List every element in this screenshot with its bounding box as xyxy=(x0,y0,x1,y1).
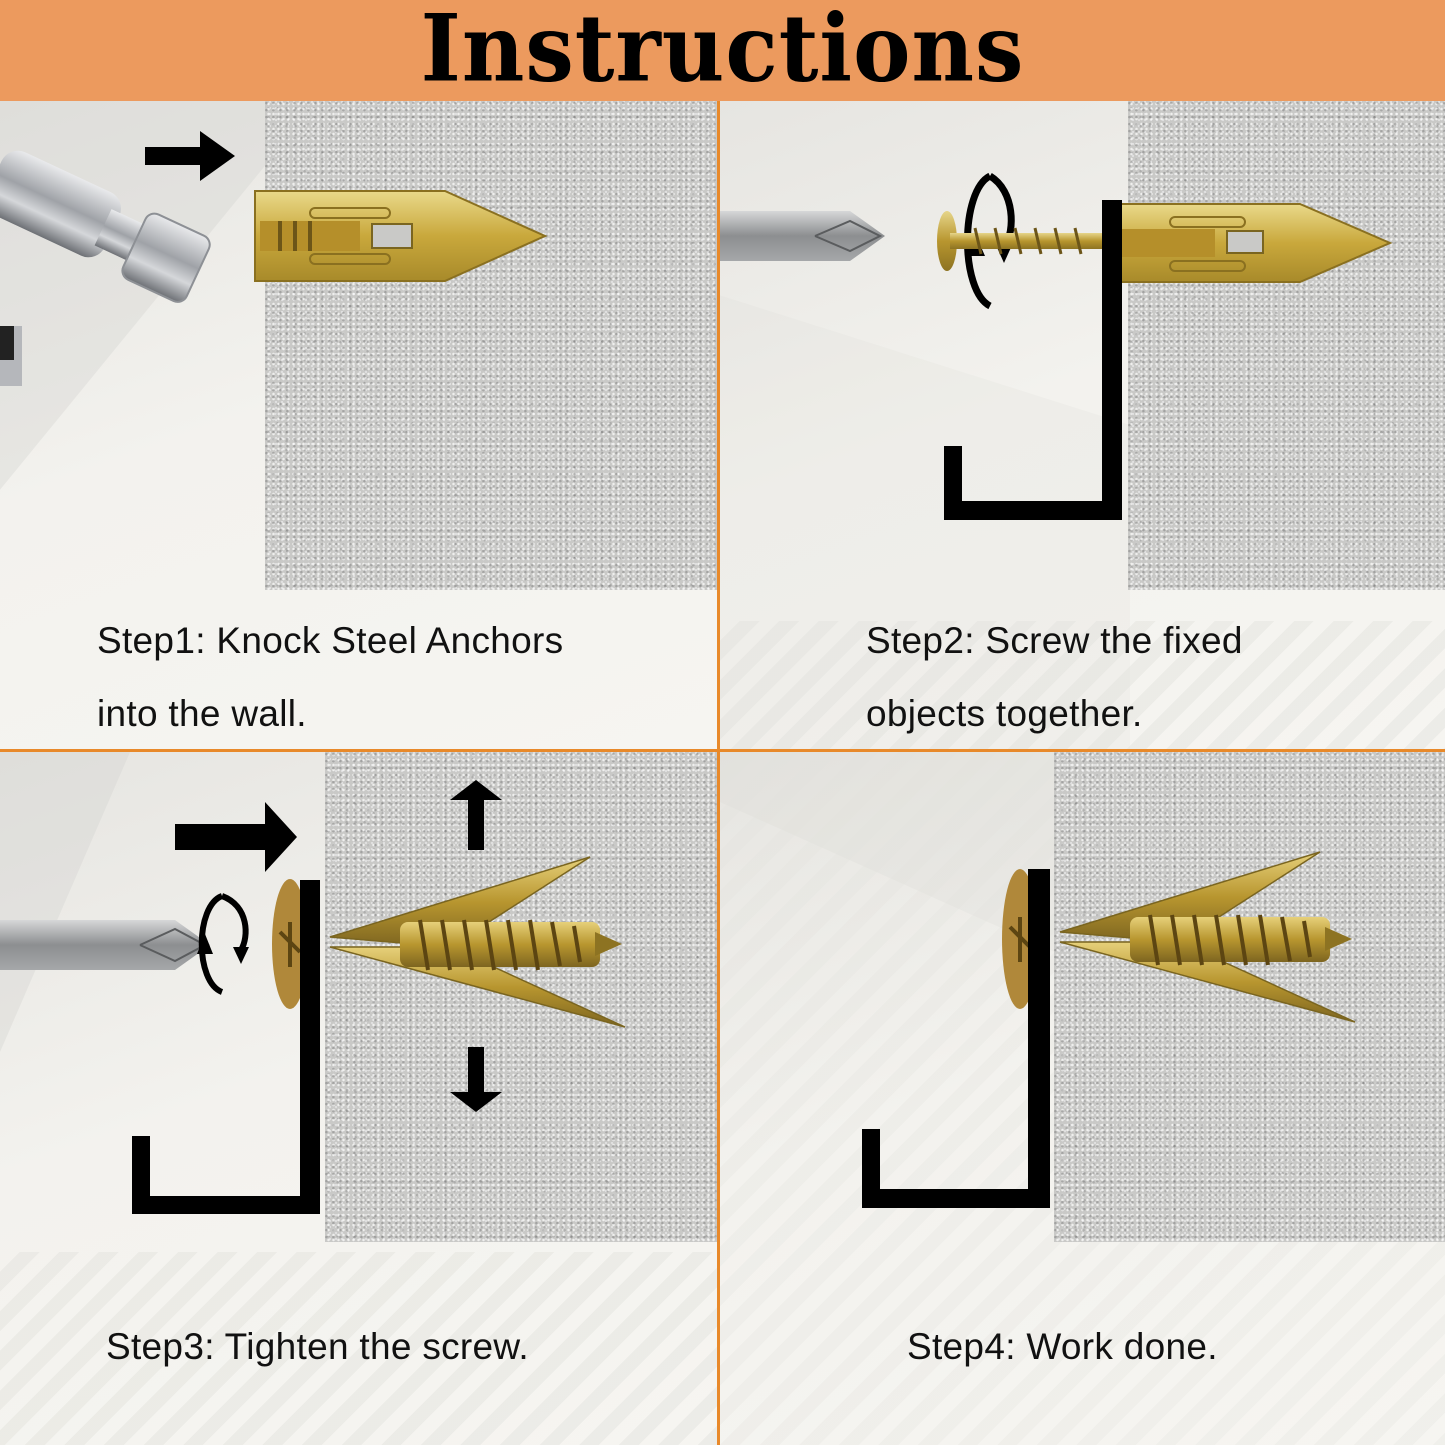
steel-anchor-icon xyxy=(254,190,548,282)
rotate-icon xyxy=(197,893,249,995)
step-3-text: Step3: Tighten the screw. xyxy=(106,1326,529,1367)
step-4-text: Step4: Work done. xyxy=(907,1326,1218,1367)
wall-texture xyxy=(325,752,717,1242)
screw-icon xyxy=(937,211,1110,271)
expanded-anchor-icon xyxy=(1002,851,1356,1023)
step-2-panel: Step2: Screw the fixed objects together. xyxy=(720,101,1445,749)
bracket-icon xyxy=(132,880,320,1214)
screwdriver-icon xyxy=(720,211,885,261)
arrow-down-icon xyxy=(450,1047,502,1112)
step-2-text: Step2: Screw the fixed objects together. xyxy=(866,620,1243,734)
step-1-panel: Step1: Knock Steel Anchors into the wall… xyxy=(0,101,717,749)
step-3-panel: Step3: Tighten the screw. xyxy=(0,752,717,1445)
arrow-right-icon xyxy=(145,131,235,181)
hammer-icon xyxy=(0,150,211,386)
arrow-up-icon xyxy=(450,780,502,850)
vertical-divider xyxy=(717,101,720,1445)
wall-texture xyxy=(265,101,717,590)
wall-texture xyxy=(1128,101,1445,590)
horizontal-divider xyxy=(0,749,1445,752)
bracket-icon xyxy=(944,200,1122,520)
expanded-anchor-icon xyxy=(272,856,626,1028)
step-4-panel: Step4: Work done. xyxy=(720,752,1445,1445)
steel-anchor-icon xyxy=(1119,203,1393,283)
step-1-text: Step1: Knock Steel Anchors into the wall… xyxy=(97,620,564,734)
page-title: Instructions xyxy=(420,0,1025,103)
wall-texture xyxy=(1054,752,1445,1242)
header-banner: Instructions xyxy=(0,0,1445,101)
bracket-icon xyxy=(862,869,1050,1208)
arrow-right-icon xyxy=(175,802,297,872)
